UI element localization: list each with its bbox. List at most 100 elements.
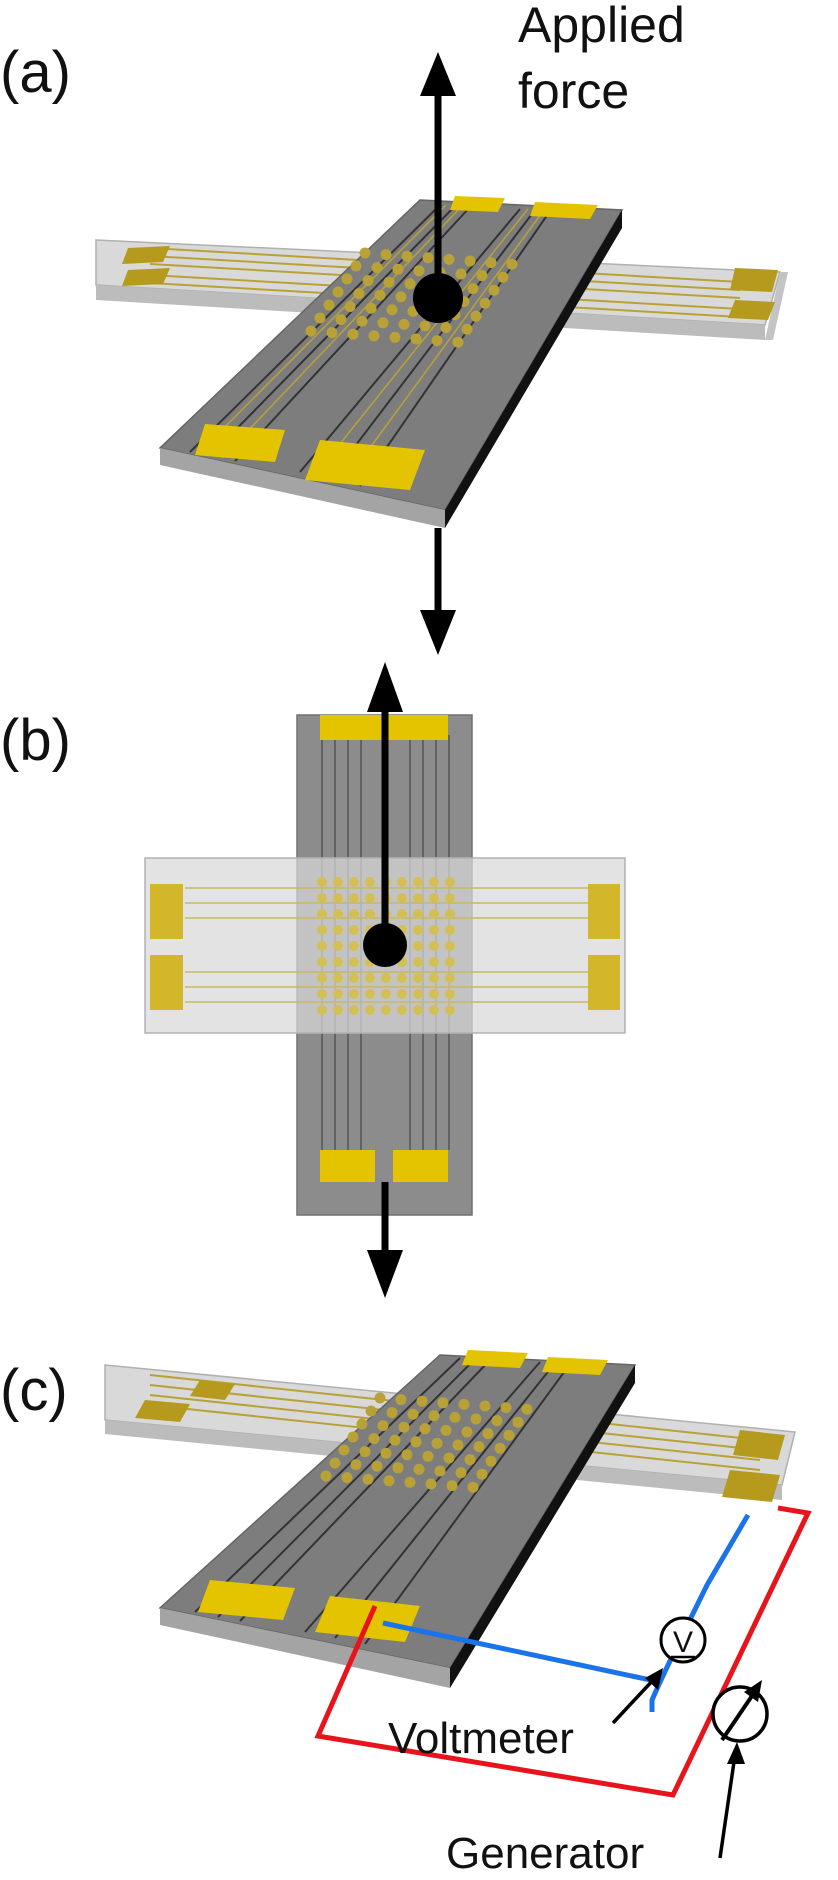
contact-dot <box>429 893 439 903</box>
contact-dot <box>422 1450 434 1462</box>
contact-dot <box>317 973 327 983</box>
contact-dot <box>503 1429 515 1441</box>
contact-dot <box>455 1467 467 1479</box>
contact-dot <box>333 973 343 983</box>
contact-dot <box>455 268 467 280</box>
contact-dot <box>365 302 377 314</box>
strip-pad-a4 <box>305 440 425 490</box>
glass-pad-c-right-top <box>733 1430 785 1460</box>
glass-pad-a3 <box>728 300 775 320</box>
contact-dot <box>381 973 391 983</box>
contact-dot <box>429 925 439 935</box>
contact-dot <box>445 925 455 935</box>
glass-pad-a1 <box>122 246 170 264</box>
contact-dot <box>506 258 518 270</box>
contact-dot <box>512 1416 524 1428</box>
arrow-head-down-a <box>420 610 456 655</box>
contact-dot <box>365 989 375 999</box>
contact-dot <box>404 1476 416 1488</box>
strip-pad-b-bottom-left <box>320 1150 375 1182</box>
contact-dot <box>497 271 509 283</box>
contact-dot <box>445 957 455 967</box>
contact-dot <box>429 973 439 983</box>
contact-dot <box>458 1398 470 1410</box>
applied-force-label-line2: force <box>518 63 629 119</box>
contact-dot <box>479 1400 491 1412</box>
contact-dot <box>413 893 423 903</box>
contact-dot <box>397 989 407 999</box>
force-application-point-a <box>413 273 463 323</box>
contact-dot <box>413 1005 423 1015</box>
contact-dot <box>349 957 359 967</box>
contact-dot <box>440 1424 452 1436</box>
contact-dot <box>464 255 476 267</box>
contact-dot <box>445 893 455 903</box>
contact-dot <box>317 925 327 935</box>
contact-dot <box>317 989 327 999</box>
contact-dot <box>431 1437 443 1449</box>
contact-dot <box>440 322 452 334</box>
contact-dot <box>383 276 395 288</box>
contact-dot <box>445 1005 455 1015</box>
contact-dot <box>362 275 374 287</box>
contact-dot <box>470 310 482 322</box>
contact-dot <box>428 1410 440 1422</box>
contact-dot <box>333 989 343 999</box>
contact-dot <box>374 289 386 301</box>
contact-dot <box>381 989 391 999</box>
contact-dot <box>401 250 413 262</box>
voltmeter-pointer <box>611 1676 657 1725</box>
contact-dot <box>452 1439 464 1451</box>
contact-dot <box>398 1421 410 1433</box>
strip-pad-c3 <box>198 1580 295 1620</box>
contact-dot <box>317 877 327 887</box>
contact-array-b <box>317 877 455 1015</box>
contact-dot <box>413 877 423 887</box>
contact-dot <box>333 909 343 919</box>
contact-dot <box>365 1005 375 1015</box>
contact-dot <box>317 1005 327 1015</box>
arrow-head-up-a <box>420 52 456 96</box>
contact-dot <box>383 1475 395 1487</box>
contact-dot <box>333 941 343 951</box>
contact-dot <box>410 333 422 345</box>
contact-dot <box>491 1415 503 1427</box>
contact-dot <box>332 286 344 298</box>
contact-dot <box>449 1411 461 1423</box>
contact-dot <box>368 1433 380 1445</box>
voltmeter-wire <box>382 1620 664 1712</box>
arrow-head-up-b <box>367 662 403 712</box>
contact-dot <box>413 265 425 277</box>
glass-pad-a2 <box>122 268 170 286</box>
panel-c: (c) <box>0 1350 812 1878</box>
glass-pad-b1 <box>150 884 183 939</box>
contact-dot <box>323 299 335 311</box>
contact-dot <box>429 909 439 919</box>
contact-dot <box>380 249 392 261</box>
strip-pad-a1 <box>450 196 505 212</box>
contact-dot <box>333 1005 343 1015</box>
contact-dot <box>422 252 434 264</box>
arrow-head-down-b <box>367 1250 403 1298</box>
contact-dot <box>445 909 455 919</box>
glass-pad-b4 <box>588 955 620 1010</box>
contact-dot <box>305 325 317 337</box>
contact-dot <box>349 973 359 983</box>
voltmeter-symbol <box>659 1616 707 1664</box>
contact-dot <box>397 1005 407 1015</box>
contact-dot <box>333 957 343 967</box>
contact-dot <box>362 1473 374 1485</box>
contact-dot <box>389 331 401 343</box>
contact-dot <box>521 1403 533 1415</box>
contact-dot <box>317 893 327 903</box>
panel-c-label: (c) <box>0 1358 68 1423</box>
contact-dot <box>485 1455 497 1467</box>
contact-dot <box>374 1392 386 1404</box>
contact-dot <box>349 941 359 951</box>
contact-dot <box>349 893 359 903</box>
glass-pad-c-right-bottom <box>722 1470 780 1502</box>
contact-dot <box>413 957 423 967</box>
contact-dot <box>338 1444 350 1456</box>
contact-dot <box>413 973 423 983</box>
contact-dot <box>434 1465 446 1477</box>
